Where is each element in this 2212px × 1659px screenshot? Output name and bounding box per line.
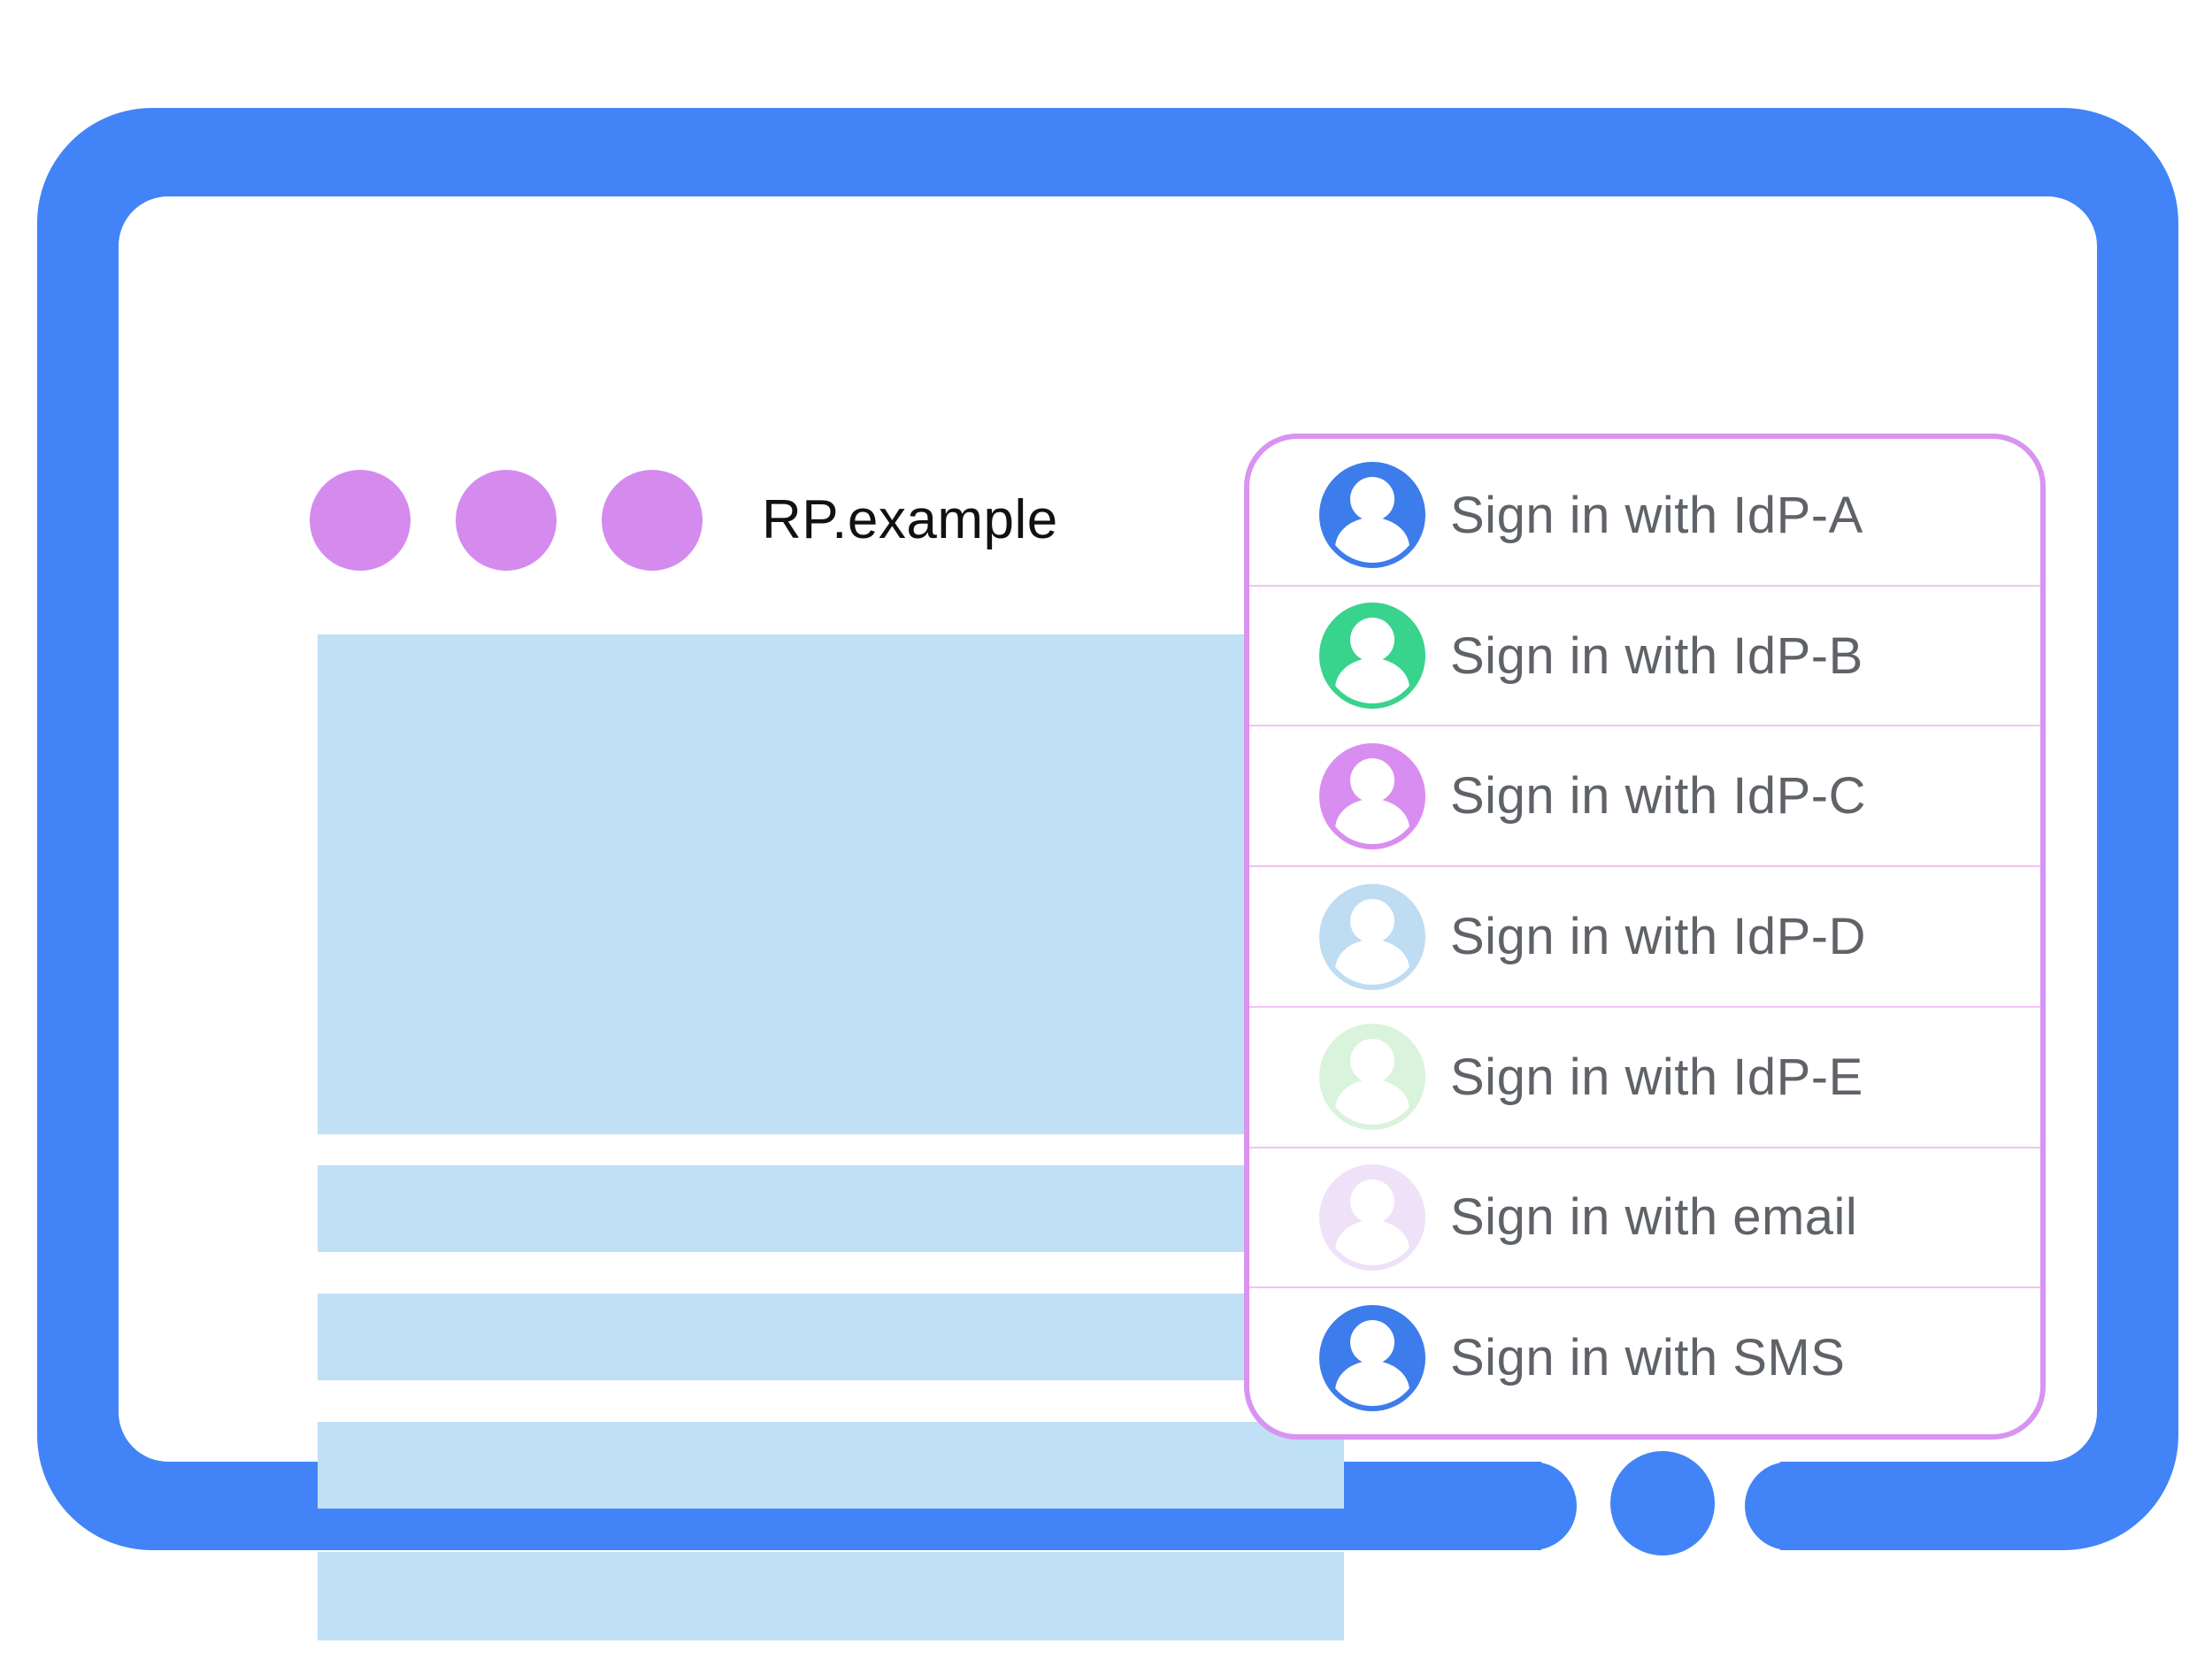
bottom-bar-right-cap: [1745, 1462, 1870, 1550]
content-placeholder-line: [318, 1552, 1344, 1640]
signin-label: Sign in with IdP-E: [1450, 1048, 1863, 1106]
content-placeholder-hero: [318, 634, 1344, 1134]
signin-item-idp-e[interactable]: Sign in with IdP-E: [1249, 1005, 2040, 1147]
user-avatar-icon: [1319, 883, 1425, 990]
signin-item-idp-b[interactable]: Sign in with IdP-B: [1249, 584, 2040, 726]
signin-item-idp-c[interactable]: Sign in with IdP-C: [1249, 725, 2040, 865]
signin-label: Sign in with IdP-D: [1450, 908, 1866, 966]
user-avatar-icon: [1319, 603, 1425, 710]
window-control-dot: [310, 470, 411, 571]
user-avatar-icon: [1319, 1304, 1425, 1411]
signin-label: Sign in with IdP-B: [1450, 626, 1863, 685]
content-placeholder-line: [318, 1422, 1344, 1509]
signin-item-idp-d[interactable]: Sign in with IdP-D: [1249, 865, 2040, 1006]
user-avatar-icon: [1319, 742, 1425, 849]
signin-label: Sign in with IdP-A: [1450, 486, 1863, 544]
signin-label: Sign in with email: [1450, 1188, 1858, 1247]
bottom-notch-circle: [1610, 1451, 1715, 1555]
signin-item-idp-a[interactable]: Sign in with IdP-A: [1249, 446, 2040, 585]
signin-item-email[interactable]: Sign in with email: [1249, 1146, 2040, 1287]
bottom-bar-left-cap: [1451, 1462, 1577, 1550]
signin-panel: Sign in with IdP-A Sign in with IdP-B Si…: [1244, 434, 2046, 1440]
user-avatar-icon: [1319, 1024, 1425, 1131]
window-control-dot: [602, 470, 703, 571]
signin-label: Sign in with IdP-C: [1450, 767, 1866, 826]
signin-item-sms[interactable]: Sign in with SMS: [1249, 1286, 2040, 1427]
signin-label: Sign in with SMS: [1450, 1329, 1846, 1387]
user-avatar-icon: [1319, 1164, 1425, 1271]
window-control-dot: [456, 470, 557, 571]
content-placeholder-line: [318, 1294, 1344, 1380]
content-placeholder-line: [318, 1165, 1344, 1252]
user-avatar-icon: [1319, 462, 1425, 569]
page-title: RP.example: [762, 489, 1058, 550]
